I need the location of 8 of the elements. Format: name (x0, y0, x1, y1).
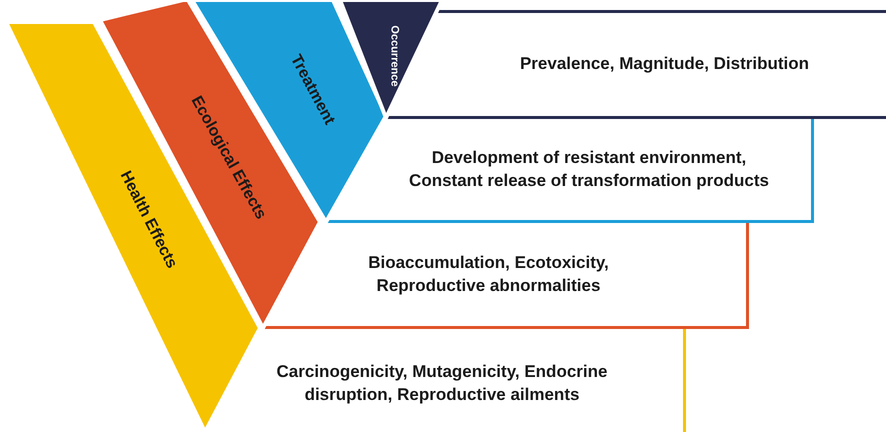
band-label: Occurrence (388, 25, 400, 87)
description-box (321, 223, 749, 329)
description-text: Development of resistant environment, Constant release of transformation products (408, 146, 770, 192)
description-text: Prevalence, Magnitude, Distribution (520, 53, 810, 76)
description-box (443, 10, 886, 119)
description-text: Bioaccumulation, Ecotoxicity, Reproductive abnormalities (367, 252, 610, 296)
description-box (387, 119, 814, 223)
description-text: Carcinogenicity, Mutagenicity, Endocrine disruption, Reproductive ailments (276, 361, 608, 406)
